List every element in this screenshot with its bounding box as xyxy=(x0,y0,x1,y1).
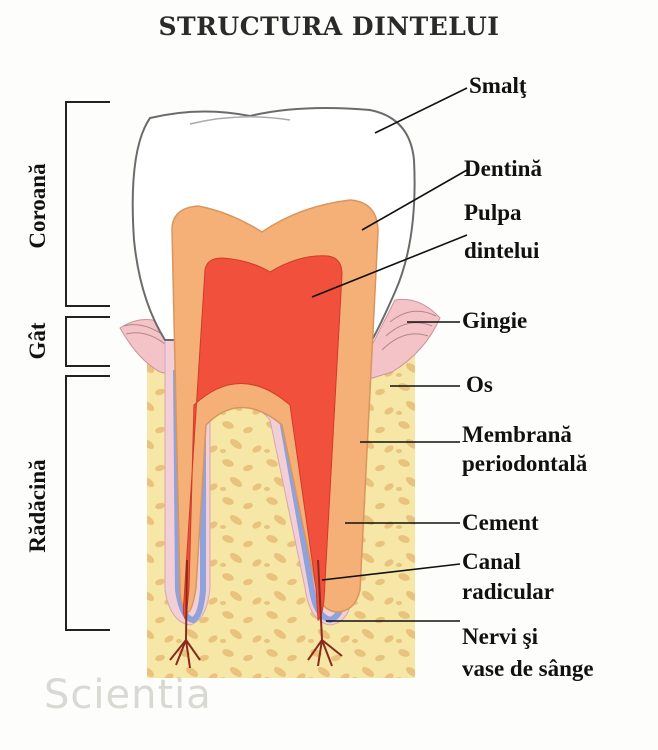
region-brackets xyxy=(65,101,110,631)
label-nervi-line2: vase de sânge xyxy=(462,656,594,681)
label-membrana-line1: Membrană xyxy=(462,422,572,447)
nerves-and-vessels xyxy=(169,559,343,669)
leader-lines xyxy=(311,87,468,622)
label-cement: Cement xyxy=(462,510,539,535)
region-label-gat: Gât xyxy=(25,322,50,360)
label-smalt: Smalţ xyxy=(469,73,527,98)
label-os: Os xyxy=(466,372,493,397)
label-canal-line1: Canal xyxy=(462,549,521,574)
label-pulpa-line2: dintelui xyxy=(464,238,540,263)
label-canal-line2: radicular xyxy=(462,579,554,604)
label-gingie: Gingie xyxy=(462,308,528,333)
region-label-radacina: Rădăcină xyxy=(25,459,50,553)
region-label-coroana: Coroană xyxy=(25,163,50,249)
watermark-logo: Scientia xyxy=(44,672,212,718)
diagram-title: STRUCTURA DINTELUI xyxy=(158,12,500,41)
label-nervi-line1: Nervi şi xyxy=(462,624,539,649)
label-pulpa-line1: Pulpa xyxy=(464,200,522,225)
pulp xyxy=(182,255,343,622)
label-dentina: Dentină xyxy=(464,156,542,181)
label-membrana-line2: periodontală xyxy=(462,451,588,476)
